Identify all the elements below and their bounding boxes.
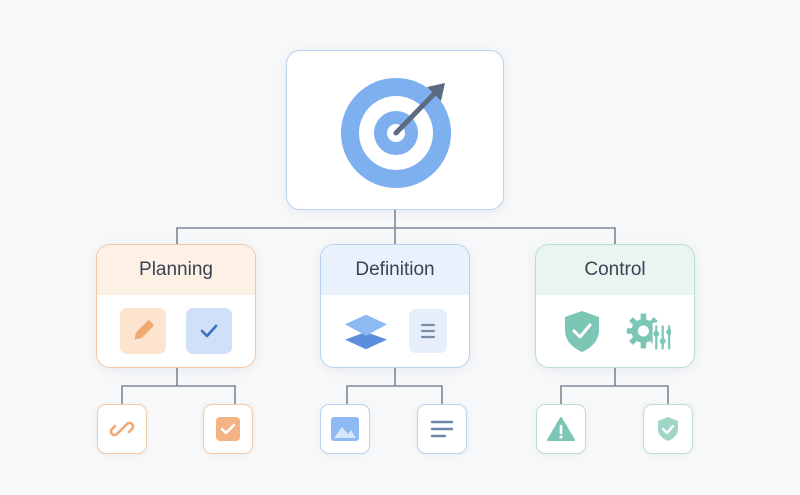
group-label: Planning bbox=[139, 259, 213, 280]
group-planning-header: Planning bbox=[97, 245, 255, 295]
group-label: Control bbox=[584, 259, 646, 280]
group-definition: Definition bbox=[320, 244, 470, 368]
group-control: Control bbox=[535, 244, 695, 368]
group-label: Definition bbox=[355, 259, 435, 280]
image-icon bbox=[320, 404, 370, 454]
document-lines-icon bbox=[409, 309, 447, 353]
pencil-icon bbox=[120, 308, 166, 354]
link-icon bbox=[97, 404, 147, 454]
checkbox-icon bbox=[203, 404, 253, 454]
text-lines-icon bbox=[417, 404, 467, 454]
group-planning: Planning bbox=[96, 244, 256, 368]
shield-check-icon bbox=[559, 308, 605, 354]
group-definition-header: Definition bbox=[321, 245, 469, 295]
shield-check-icon bbox=[643, 404, 693, 454]
checkmark-icon bbox=[186, 308, 232, 354]
group-control-header: Control bbox=[536, 245, 694, 295]
root-node bbox=[286, 50, 504, 210]
gear-sliders-icon bbox=[625, 308, 671, 354]
warning-icon bbox=[536, 404, 586, 454]
layers-icon bbox=[343, 308, 389, 354]
target-icon bbox=[341, 78, 451, 188]
